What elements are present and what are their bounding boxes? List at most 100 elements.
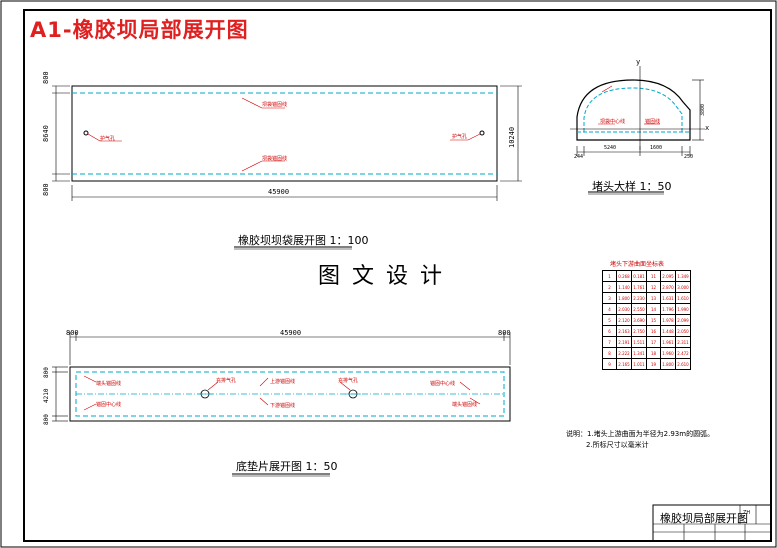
table-cell: 1.761: [631, 281, 647, 293]
table-cell: 3.690: [631, 314, 647, 326]
end-dim-b2: 1600: [650, 145, 663, 151]
table-cell: 1.960: [660, 347, 676, 359]
table-cell: 2.610: [675, 358, 691, 370]
table-cell: 1.978: [660, 314, 676, 326]
top-label-right: 护气孔: [452, 134, 468, 140]
table-cell: 17: [646, 336, 661, 348]
inner-frame: [23, 9, 772, 542]
top-dim-left-mid: 8640: [42, 125, 50, 142]
table-cell: 2.050: [675, 325, 691, 337]
bottom-view-caption: 底垫片展开图 1：50: [236, 460, 338, 473]
table-cell: 11: [646, 270, 661, 282]
top-view-drawing: [52, 85, 522, 250]
table-cell: 7: [602, 336, 617, 348]
table-cell: 8: [602, 347, 617, 359]
note-line-1: 说明：1.堵头上游曲面为半径为2.93m的圆弧。: [566, 430, 715, 438]
table-cell: 2.750: [631, 325, 647, 337]
table-title: 堵头下游曲面坐标表: [610, 261, 665, 268]
top-dim-left-top: 800: [42, 71, 50, 84]
table-cell: 2.472: [675, 347, 691, 359]
bottom-dim-v1: 800: [43, 367, 50, 378]
end-label-2: 锚固线: [645, 119, 661, 125]
watermark-text: 图文设计: [318, 264, 455, 289]
table-cell: 12: [646, 281, 661, 293]
table-cell: 2.870: [660, 281, 676, 293]
table-cell: 5: [602, 314, 617, 326]
table-cell: 16: [646, 325, 661, 337]
top-dim-length: 45900: [268, 188, 290, 196]
end-view-drawing: [570, 66, 705, 195]
end-axis-x: x: [705, 124, 710, 132]
table-cell: 19: [646, 358, 661, 370]
bottom-dim-left: 800: [66, 329, 79, 337]
bottom-label-7: 锚固中心线: [430, 381, 456, 387]
table-cell: 2.311: [675, 336, 691, 348]
table-cell: 1.511: [631, 336, 647, 348]
table-cell: 9: [602, 358, 617, 370]
bottom-label-8: 端头锚固线: [452, 402, 478, 408]
note-line-2: 2.所标尺寸以毫米计: [586, 441, 649, 449]
bottom-view-drawing: [52, 332, 511, 477]
table-cell: 2.030: [616, 303, 632, 315]
table-cell: 1.796: [660, 303, 676, 315]
table-cell: 1.349: [675, 270, 691, 282]
table-cell: 0.268: [616, 270, 632, 282]
top-label-left: 护气孔: [100, 136, 116, 142]
table-cell: 1.800: [616, 292, 632, 304]
end-label-1: 坝袋中心线: [600, 119, 626, 125]
bottom-dim-v3: 800: [43, 414, 50, 425]
end-dim-height: 3800: [700, 103, 706, 116]
title-block-code: ZH: [743, 510, 751, 516]
top-label-upper: 坝袋锚固线: [262, 102, 288, 108]
table-cell: 2.165: [616, 358, 632, 370]
table-cell: 1.140: [616, 281, 632, 293]
table-cell: 2: [602, 281, 617, 293]
table-cell: 18: [646, 347, 661, 359]
table-cell: 6: [602, 325, 617, 337]
end-dim-bl: 244: [574, 154, 584, 160]
bottom-label-3: 充排气孔: [216, 378, 237, 384]
end-dim-b1: 5240: [604, 145, 617, 151]
title-block: [652, 504, 772, 542]
top-view-caption: 橡胶坝坝袋展开图 1：100: [238, 234, 369, 247]
top-dim-left-bot: 800: [42, 183, 50, 196]
top-label-lower: 坝袋锚固线: [262, 156, 288, 162]
bottom-label-4: 上游锚固线: [270, 379, 296, 385]
table-cell: 2.550: [631, 303, 647, 315]
table-cell: 1: [602, 270, 617, 282]
table-cell: 1.610: [675, 292, 691, 304]
table-cell: 1.961: [660, 336, 676, 348]
title-block-name: 橡胶坝局部展开图: [660, 512, 748, 525]
table-cell: 2.230: [631, 292, 647, 304]
table-cell: 2.120: [616, 314, 632, 326]
table-cell: 1.448: [660, 325, 676, 337]
bottom-label-2: 锚固中心线: [96, 402, 122, 408]
table-cell: 1.011: [631, 358, 647, 370]
bottom-label-6: 充排气孔: [338, 378, 359, 384]
table-cell: 3: [602, 292, 617, 304]
table-cell: 2.222: [616, 347, 632, 359]
table-cell: 1.341: [631, 347, 647, 359]
table-cell: 1.800: [660, 358, 676, 370]
table-cell: 2.191: [616, 336, 632, 348]
bottom-dim-v2: 4210: [43, 388, 50, 403]
top-dim-right: 10240: [508, 126, 516, 148]
table-cell: 2.095: [660, 270, 676, 282]
bottom-label-5: 下游锚固线: [270, 403, 296, 409]
table-cell: 2.099: [675, 314, 691, 326]
bottom-label-1: 端头锚固线: [96, 381, 122, 387]
table-cell: 3.000: [675, 281, 691, 293]
table-cell: 15: [646, 314, 661, 326]
table-cell: 4: [602, 303, 617, 315]
end-view-caption: 堵头大样 1：50: [592, 180, 672, 193]
